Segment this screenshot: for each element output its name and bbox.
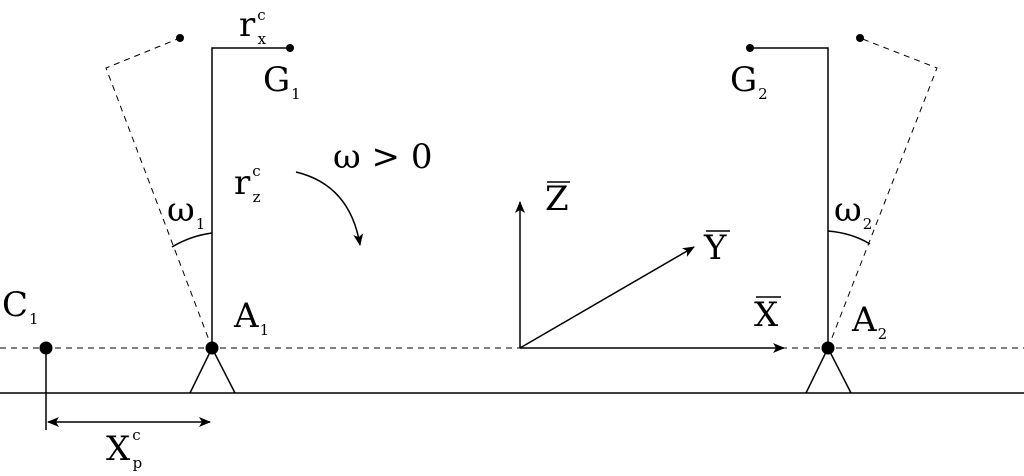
angle-arc-omega1 (171, 232, 213, 248)
label-a2: A2 (851, 300, 887, 343)
axis-y-arrow (519, 246, 695, 349)
label-g1: G1 (263, 60, 301, 103)
label-a1: A1 (233, 296, 269, 339)
support-a1 (189, 346, 236, 394)
support-a2 (805, 346, 852, 394)
label-omega1: ω1 (167, 190, 205, 233)
point-g2-rotated (856, 34, 864, 42)
label-axis-y: Y (703, 228, 727, 268)
label-g2: G2 (730, 60, 768, 103)
label-axis-x: X (754, 295, 779, 335)
point-g1-rotated (176, 34, 184, 42)
frame-right-rotated (827, 37, 938, 349)
point-a1 (205, 341, 219, 355)
frame-right (750, 47, 829, 348)
label-omega2: ω2 (834, 190, 872, 233)
point-a2 (821, 341, 835, 355)
point-g2 (746, 44, 754, 52)
frame-left (211, 47, 290, 348)
label-c1: C1 (2, 285, 39, 328)
label-omega-condition: ω > 0 (333, 137, 432, 177)
angle-arc-omega2 (827, 230, 871, 245)
rotation-arrow (295, 171, 364, 246)
frame-left-rotated (105, 37, 213, 349)
point-g1 (286, 44, 294, 52)
label-axis-z: Z (545, 179, 569, 219)
